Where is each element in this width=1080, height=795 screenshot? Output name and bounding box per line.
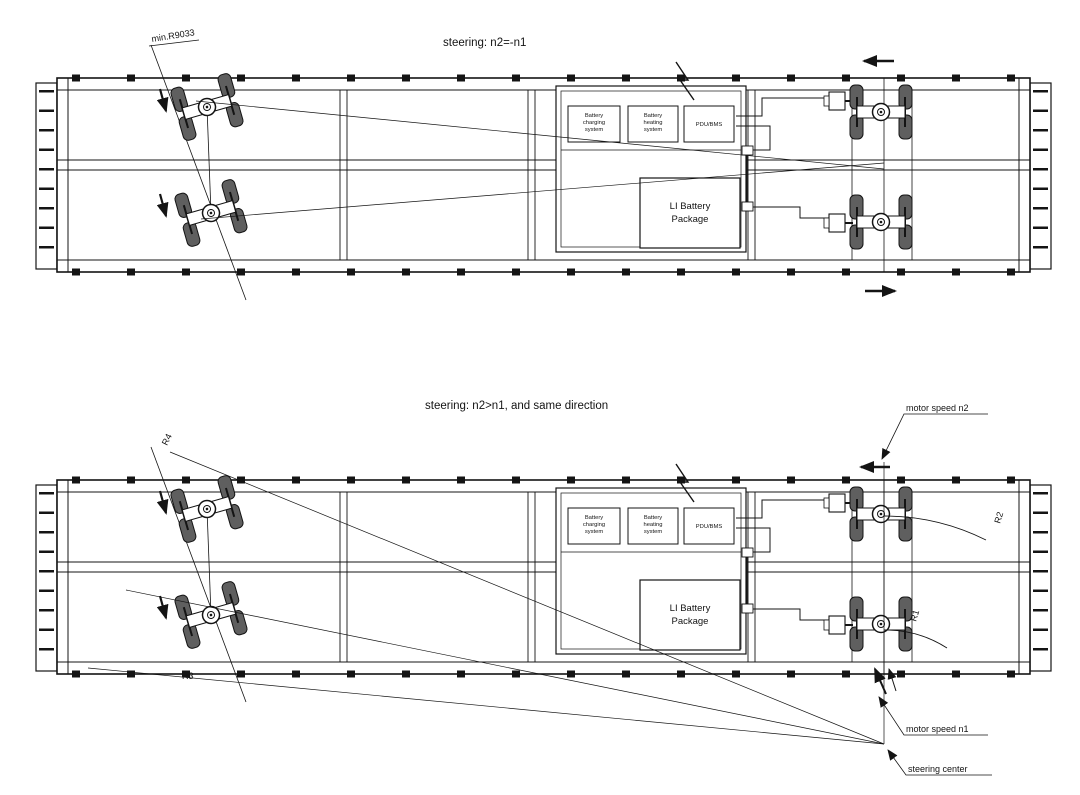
- motor-speed-n2-leader: [881, 413, 988, 460]
- diagram-bottom: steering: n2>n1, and same direction R4 R…: [36, 400, 1051, 776]
- steering-radius-lines: [87, 451, 987, 745]
- motor-speed-n2-label: motor speed n2: [906, 403, 969, 413]
- radius-arc-r2: [883, 515, 987, 541]
- motor-speed-n1-leader: [878, 696, 988, 736]
- motor-speed-n1-label: motor speed n1: [906, 724, 969, 734]
- radius-r4-label: R4: [160, 432, 174, 447]
- diagram-top: steering: n2=-n1 min.R9033: [36, 27, 1051, 300]
- steering-construction-line: [200, 162, 885, 220]
- diagram-bottom-title: steering: n2>n1, and same direction: [425, 400, 608, 412]
- steering-construction-line: [195, 100, 885, 170]
- steering-center-label: steering center: [908, 764, 968, 774]
- steering-center-leader: [887, 749, 992, 776]
- min-turn-radius-label: min.R9033: [148, 27, 200, 47]
- chassis-top: [36, 45, 1051, 300]
- n1-direction-arrow: [874, 667, 887, 695]
- chassis-bottom: [36, 447, 1051, 702]
- radius-arc-r1: [883, 629, 948, 649]
- radius-r3-label: R3: [182, 671, 194, 681]
- radius-r2-label: R2: [992, 511, 1005, 525]
- diagram-top-title: steering: n2=-n1: [443, 37, 526, 49]
- n1-direction-arrow-thin: [887, 668, 897, 692]
- radius-r1-label: R1: [908, 609, 921, 623]
